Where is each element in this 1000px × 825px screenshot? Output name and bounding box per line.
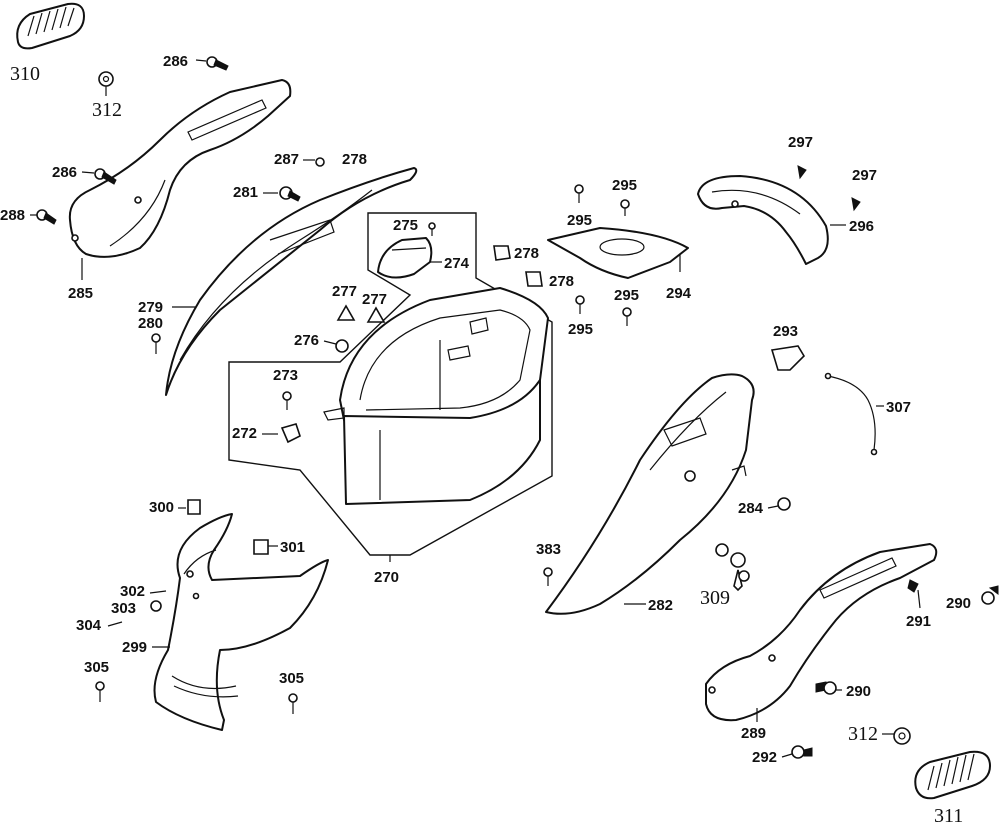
label-304: 304	[76, 617, 102, 634]
label-275: 275	[393, 217, 418, 234]
label-310: 310	[10, 63, 40, 85]
label-305-b: 305	[279, 670, 304, 687]
label-305-a: 305	[84, 659, 109, 676]
label-309: 309	[700, 587, 730, 609]
label-278-a: 278	[514, 245, 539, 262]
label-292: 292	[752, 749, 777, 766]
label-295-a: 295	[567, 212, 592, 229]
screw-290-b	[815, 681, 842, 695]
label-297-b: 297	[852, 167, 877, 184]
screw-284	[777, 497, 791, 511]
screw-290-a	[981, 585, 999, 605]
screw-297-b	[851, 197, 861, 212]
screw-297-a	[797, 165, 807, 180]
clip-277-a	[336, 304, 356, 321]
screw-273	[282, 391, 292, 401]
label-311: 311	[934, 805, 963, 825]
label-290-a: 290	[946, 595, 971, 612]
label-281: 281	[233, 184, 258, 201]
label-303: 303	[111, 600, 136, 617]
label-270: 270	[374, 569, 399, 586]
nut-312-bottom	[893, 727, 911, 745]
label-301: 301	[280, 539, 305, 556]
screw-305-b	[288, 693, 298, 703]
clip-300	[187, 499, 201, 515]
label-274: 274	[444, 255, 470, 272]
label-286-b: 286	[52, 164, 77, 181]
nut-312-top	[98, 71, 114, 96]
label-286-a: 286	[163, 53, 188, 70]
label-273: 273	[273, 367, 298, 384]
screw-295-c	[575, 295, 585, 305]
screw-291	[907, 579, 921, 609]
label-291: 291	[906, 613, 931, 630]
helmet-box-270	[323, 287, 549, 505]
screw-295-d	[622, 307, 632, 317]
nut-278-b	[525, 271, 543, 287]
label-288: 288	[0, 207, 25, 224]
label-307: 307	[886, 399, 911, 416]
screw-295-a	[574, 184, 584, 194]
side-strip-279	[165, 167, 418, 396]
front-shield-299	[153, 513, 329, 731]
nut-303	[150, 600, 162, 612]
screw-288	[30, 209, 57, 225]
label-290-b: 290	[846, 683, 871, 700]
callout-box-270	[228, 212, 553, 556]
screw-292	[791, 745, 813, 759]
label-295-b: 295	[612, 177, 637, 194]
clip-281	[279, 186, 301, 202]
screw-286-a	[195, 56, 229, 71]
label-383: 383	[536, 541, 561, 558]
label-299: 299	[122, 639, 147, 656]
label-289: 289	[741, 725, 766, 742]
inner-cover-274	[377, 237, 433, 279]
cable-307	[824, 372, 878, 456]
reflector-310	[16, 2, 85, 50]
label-277-a: 277	[332, 283, 357, 300]
label-287: 287	[274, 151, 299, 168]
side-panel-285	[68, 79, 292, 258]
rear-cover-294	[547, 227, 689, 279]
label-284: 284	[738, 500, 764, 517]
bracket-293	[770, 345, 806, 371]
screw-286-b	[81, 168, 117, 185]
label-272: 272	[232, 425, 257, 442]
label-282: 282	[648, 597, 673, 614]
screw-287	[315, 157, 325, 167]
side-panel-289	[705, 543, 938, 722]
screw-280	[151, 333, 161, 354]
label-302: 302	[120, 583, 145, 600]
screw-383	[543, 567, 553, 577]
label-276: 276	[294, 332, 319, 349]
screw-275	[428, 222, 436, 230]
label-295-d: 295	[614, 287, 639, 304]
label-300: 300	[149, 499, 174, 516]
rear-grip-296	[697, 175, 829, 265]
label-285: 285	[68, 285, 93, 302]
label-297-a: 297	[788, 134, 813, 151]
nut-278-a	[493, 245, 511, 261]
latch-272	[280, 423, 301, 444]
label-312-bottom: 312	[848, 723, 878, 745]
screw-295-b	[620, 199, 630, 209]
lock-309	[715, 543, 750, 592]
label-277-b: 277	[362, 291, 387, 308]
label-294: 294	[666, 285, 692, 302]
clip-277-b	[366, 306, 386, 323]
label-279: 279	[138, 299, 163, 316]
reflector-311	[914, 750, 991, 800]
label-293: 293	[773, 323, 798, 340]
clip-301	[253, 539, 269, 555]
label-312-top: 312	[92, 99, 122, 121]
side-cover-282	[545, 373, 755, 615]
screw-305-a	[95, 681, 105, 691]
label-296: 296	[849, 218, 874, 235]
label-295-c: 295	[568, 321, 593, 338]
label-278-b: 278	[549, 273, 574, 290]
clip-276	[335, 339, 349, 353]
label-280: 280	[138, 315, 163, 332]
label-278-top: 278	[342, 151, 367, 168]
